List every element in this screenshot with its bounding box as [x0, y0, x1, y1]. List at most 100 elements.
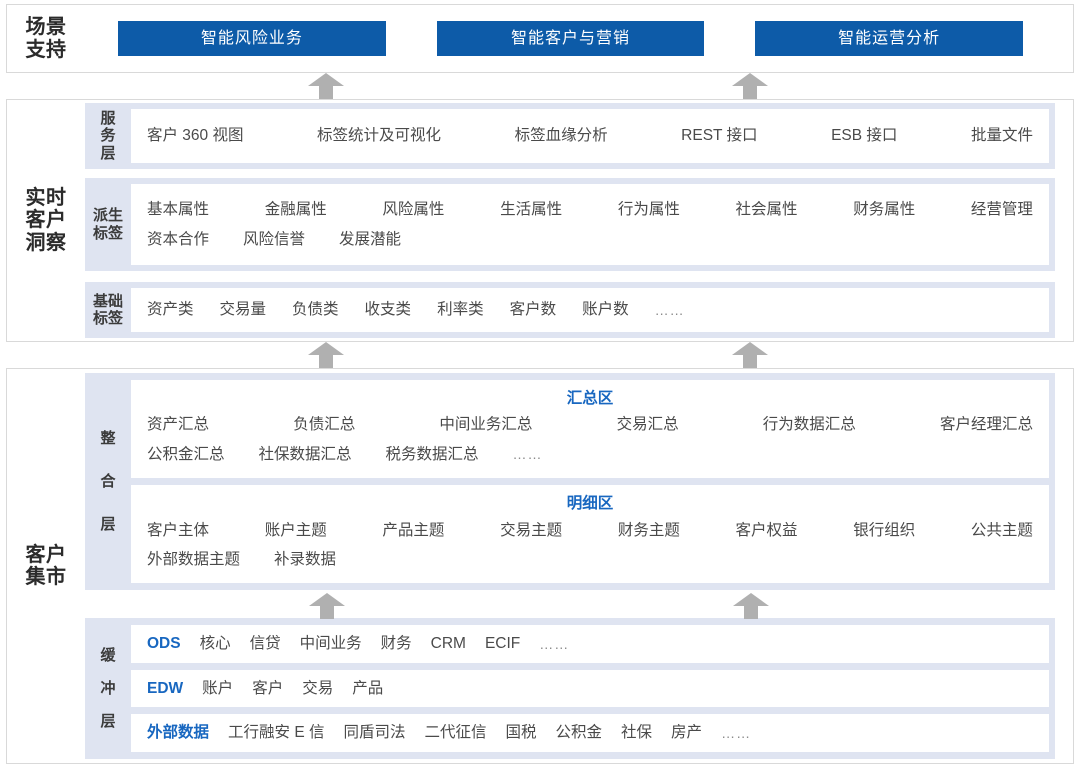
- list-item[interactable]: 公共主题: [970, 521, 1033, 539]
- list-item[interactable]: 客户 360 视图: [147, 127, 244, 145]
- buffer-label-char-1: 缓: [100, 646, 116, 664]
- list-item-ellipsis: ……: [539, 635, 570, 652]
- insight-title-line-3: 洞察: [25, 231, 67, 254]
- realtime-insight-title: 实时 客户 洞察: [7, 100, 85, 341]
- list-item[interactable]: 房产: [671, 724, 703, 742]
- list-item[interactable]: 客户权益: [735, 521, 798, 539]
- base-tag-items: 资产类 交易量 负债类 收支类 利率类 客户数 账户数 ……: [131, 288, 1049, 332]
- list-item[interactable]: 批量文件: [970, 127, 1033, 145]
- buffer-row-external: 外部数据 工行融安 E 信 同盾司法 二代征信 国税 公积金 社保 房产 ……: [131, 714, 1049, 752]
- list-item[interactable]: 账户: [202, 679, 234, 697]
- list-item[interactable]: 中间业务汇总: [439, 416, 533, 434]
- list-item[interactable]: 客户经理汇总: [939, 416, 1033, 434]
- list-item[interactable]: 资产类: [147, 301, 194, 319]
- list-item[interactable]: 中间业务: [299, 635, 362, 653]
- list-item[interactable]: 资产汇总: [147, 416, 210, 434]
- arrow-row-insight-mart: [6, 342, 1074, 368]
- list-item[interactable]: ECIF: [484, 635, 521, 653]
- list-item[interactable]: 外部数据主题: [147, 551, 241, 569]
- list-item[interactable]: 账户主题: [264, 521, 327, 539]
- list-item[interactable]: 交易主题: [500, 521, 563, 539]
- customer-mart-panel: 客户 集市 整 合 层 汇总区 资产汇总 负债汇总: [6, 368, 1074, 764]
- list-item[interactable]: 财务: [380, 635, 412, 653]
- list-item[interactable]: 生活属性: [500, 201, 563, 219]
- list-item[interactable]: 资本合作: [147, 230, 210, 248]
- list-item[interactable]: 社会属性: [735, 201, 798, 219]
- list-item[interactable]: 经营管理: [970, 201, 1033, 219]
- list-item[interactable]: 风险属性: [382, 201, 445, 219]
- list-item[interactable]: 负债汇总: [293, 416, 356, 434]
- integration-label-char-1: 整: [100, 429, 116, 447]
- list-item[interactable]: 国税: [505, 724, 537, 742]
- detail-zone-chip-row-1: 客户主体 账户主题 产品主题 交易主题 财务主题 客户权益 银行组织 公共主题: [147, 516, 1033, 545]
- list-item[interactable]: 收支类: [364, 301, 412, 319]
- list-item[interactable]: 产品: [352, 679, 384, 697]
- insight-title-line-2: 客户: [25, 209, 67, 232]
- list-item[interactable]: 标签血缘分析: [514, 127, 608, 145]
- list-item[interactable]: ESB 接口: [831, 127, 898, 145]
- list-item[interactable]: 公积金: [555, 724, 603, 742]
- list-item[interactable]: 产品主题: [382, 521, 445, 539]
- list-item[interactable]: 标签统计及可视化: [317, 127, 442, 145]
- list-item[interactable]: 行为数据汇总: [762, 416, 856, 434]
- derived-label-line-1: 派生: [92, 207, 123, 225]
- derived-label-line-2: 标签: [92, 224, 123, 242]
- list-item[interactable]: 二代征信: [424, 724, 487, 742]
- insight-title-line-1: 实时: [25, 186, 67, 209]
- buffer-layer-label: 缓 冲 层: [85, 618, 131, 758]
- integration-label-char-3: 层: [100, 516, 116, 534]
- scene-support-panel: 场景 支持 智能风险业务 智能客户与营销 智能运营分析: [6, 4, 1074, 73]
- realtime-insight-body: 服 务 层 客户 360 视图 标签统计及可视化 标签血缘分析 REST 接口 …: [85, 100, 1073, 341]
- list-item[interactable]: 公积金汇总: [147, 445, 225, 463]
- list-item[interactable]: 核心: [199, 635, 231, 653]
- list-item[interactable]: 行为属性: [617, 201, 680, 219]
- list-item[interactable]: 交易: [302, 679, 334, 697]
- buffer-layer-block: 缓 冲 层 ODS 核心 信贷 中间业务 财务 CRM ECIF: [85, 618, 1055, 759]
- buffer-row-ods: ODS 核心 信贷 中间业务 财务 CRM ECIF ……: [131, 625, 1049, 663]
- list-item[interactable]: 信贷: [249, 635, 281, 653]
- scene-button-risk[interactable]: 智能风险业务: [118, 21, 386, 56]
- service-label-char-2: 务: [100, 127, 116, 145]
- list-item[interactable]: 负债类: [292, 301, 339, 319]
- list-item[interactable]: 发展潜能: [339, 230, 402, 248]
- list-item[interactable]: 客户数: [509, 301, 557, 319]
- list-item-ellipsis: ……: [721, 724, 752, 741]
- list-item[interactable]: REST 接口: [681, 127, 758, 145]
- list-item[interactable]: 交易量: [219, 301, 267, 319]
- list-item[interactable]: 财务属性: [853, 201, 916, 219]
- derived-tag-chip-row-2: 资本合作 风险信誉 发展潜能: [147, 225, 1033, 254]
- list-item[interactable]: 账户数: [582, 301, 629, 319]
- buffer-external-chip-row: 外部数据 工行融安 E 信 同盾司法 二代征信 国税 公积金 社保 房产 ……: [147, 718, 1033, 747]
- base-tag-block: 基础 标签 资产类 交易量 负债类 收支类 利率类 客户数 账户数 ……: [85, 282, 1055, 338]
- list-item-ellipsis: ……: [512, 446, 543, 463]
- list-item-accent[interactable]: 外部数据: [147, 724, 210, 742]
- list-item[interactable]: 交易汇总: [616, 416, 679, 434]
- list-item[interactable]: 客户: [252, 679, 284, 697]
- architecture-diagram: 场景 支持 智能风险业务 智能客户与营销 智能运营分析 实时 客户 洞察: [6, 4, 1074, 764]
- list-item[interactable]: 基本属性: [147, 201, 210, 219]
- buffer-layer-stack: ODS 核心 信贷 中间业务 财务 CRM ECIF …… EDW: [131, 618, 1055, 758]
- list-item[interactable]: 利率类: [437, 301, 484, 319]
- list-item[interactable]: 风险信誉: [243, 230, 306, 248]
- list-item[interactable]: 补录数据: [274, 551, 337, 569]
- list-item[interactable]: 社保数据汇总: [258, 445, 352, 463]
- scene-button-customer-marketing[interactable]: 智能客户与营销: [436, 21, 705, 56]
- list-item[interactable]: 税务数据汇总: [385, 445, 479, 463]
- list-item-accent[interactable]: ODS: [147, 635, 181, 653]
- list-item[interactable]: 银行组织: [853, 521, 916, 539]
- detail-zone-card: 明细区 客户主体 账户主题 产品主题 交易主题 财务主题 客户权益 银行组织 公…: [131, 485, 1049, 584]
- base-tag-chip-row: 资产类 交易量 负债类 收支类 利率类 客户数 账户数 ……: [147, 295, 1033, 324]
- scene-button-operations-analysis[interactable]: 智能运营分析: [755, 21, 1024, 56]
- list-item-accent[interactable]: EDW: [147, 679, 184, 697]
- integration-layer-stack: 汇总区 资产汇总 负债汇总 中间业务汇总 交易汇总 行为数据汇总 客户经理汇总 …: [131, 373, 1055, 590]
- list-item[interactable]: 工行融安 E 信: [228, 724, 325, 742]
- list-item[interactable]: 同盾司法: [343, 724, 406, 742]
- list-item[interactable]: CRM: [430, 635, 466, 653]
- arrow-up-icon: [309, 593, 345, 620]
- list-item[interactable]: 金融属性: [264, 201, 327, 219]
- list-item[interactable]: 客户主体: [147, 521, 210, 539]
- buffer-label-char-2: 冲: [100, 680, 116, 697]
- base-label-line-1: 基础: [92, 292, 123, 310]
- list-item[interactable]: 财务主题: [617, 521, 680, 539]
- list-item[interactable]: 社保: [621, 724, 653, 742]
